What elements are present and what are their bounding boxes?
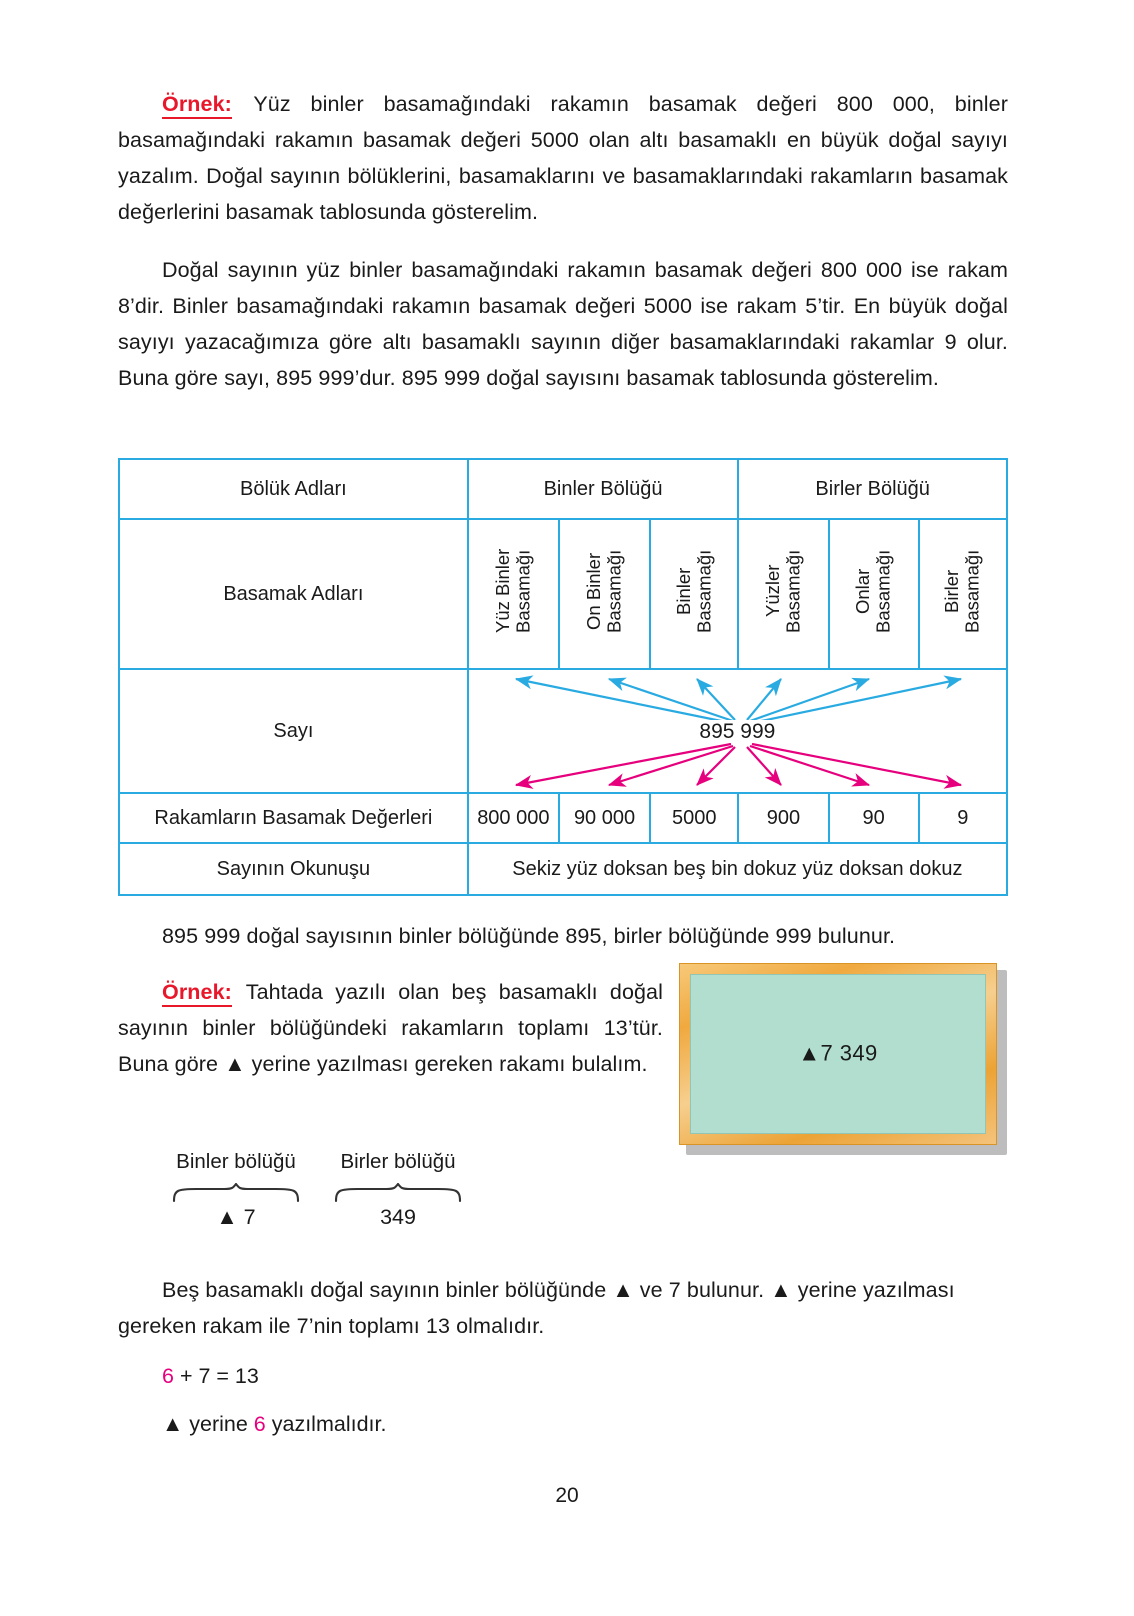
equation-addend-highlight: 6 [162,1364,174,1388]
group-thousands: Binler Bölüğü [466,458,740,520]
place-name-hundred-thousands: Yüz Binler Basamağı [466,518,560,670]
blackboard-number: ▲7 349 [798,1040,878,1066]
place-name-tens: Onlar Basamağı [827,518,920,670]
example2-explanation-block: Beş basamaklı doğal sayının binler bölüğ… [118,1272,1008,1442]
brace-values: ▲ 7 349 [160,1205,490,1230]
arrow-diagram-svg [514,675,962,789]
arrow-diagram: 895 999 [469,670,1006,792]
place-name-thousands: Binler Basamağı [649,518,740,670]
row-label-place-values: Rakamların Basamak Değerleri [118,792,469,844]
group-ones: Birler Bölüğü [737,458,1008,520]
ornek-label-2: Örnek: [162,980,232,1007]
brace-value-thousands: ▲ 7 [216,1205,256,1229]
table-row-number: Sayı [118,668,1009,794]
example2-explanation: Beş basamaklı doğal sayının binler bölüğ… [118,1272,1008,1344]
example1-paragraph1: Örnek: Yüz binler basamağındaki rakamın … [118,86,1008,230]
example2-text-block: Örnek: Tahtada yazılı olan beş basamaklı… [118,974,663,1082]
example2-explanation-line2: gereken rakam ile 7’nin toplamı 13 olmal… [118,1314,545,1338]
place-value-hundred-thousands: 800 000 [466,792,560,844]
conclusion-post: yazılmalıdır. [265,1412,387,1436]
place-value-hundreds: 900 [737,792,830,844]
place-value-ones: 9 [917,792,1009,844]
equation-line: 6 + 7 = 13 [118,1358,1008,1394]
brace-icon-right [334,1183,462,1203]
brace-shapes [160,1183,490,1203]
example2-paragraph: Örnek: Tahtada yazılı olan beş basamaklı… [118,974,663,1082]
ornek-label-1: Örnek: [162,92,232,119]
table-number-value: 895 999 [469,720,1006,744]
place-name-ones: Birler Basamağı [917,518,1009,670]
conclusion-pre: ▲ yerine [162,1412,254,1436]
table-row-place-values: Rakamların Basamak Değerleri 800 000 90 … [118,792,1009,844]
number-reading: Sekiz yüz doksan beş bin dokuz yüz doksa… [466,842,1009,896]
conclusion-line: ▲ yerine 6 yazılmalıdır. [118,1406,1008,1442]
place-value-table-wrapper: Bölük Adları Binler Bölüğü Birler Bölüğü… [118,458,1009,1082]
example2-paragraph-text: Tahtada yazılı olan beş basamaklı doğal … [118,980,663,1076]
brace-labels: Binler bölüğü Birler bölüğü [160,1150,490,1174]
place-value-ten-thousands: 90 000 [557,792,652,844]
place-name-hundreds: Yüzler Basamağı [737,518,830,670]
example1-after-table: 895 999 doğal sayısının binler bölüğünde… [162,924,896,948]
place-value-table: Bölük Adları Binler Bölüğü Birler Bölüğü… [118,458,1009,896]
row-label-group-names: Bölük Adları [118,458,469,520]
table-row-group-names: Bölük Adları Binler Bölüğü Birler Bölüğü [118,458,1008,520]
example1-paragraph2: Doğal sayının yüz binler basamağındaki r… [118,258,1008,390]
example2-explanation-line1: Beş basamaklı doğal sayının binler bölüğ… [162,1278,955,1302]
blackboard-frame: ▲7 349 [679,963,997,1145]
conclusion-digit-highlight: 6 [253,1412,266,1436]
equation-rest: + 7 = 13 [173,1364,259,1388]
place-value-thousands: 5000 [649,792,740,844]
page-number: 20 [555,1484,579,1507]
place-name-ten-thousands: On Binler Basamağı [557,518,652,670]
brace-value-ones: 349 [380,1205,416,1229]
brace-label-ones: Birler bölüğü [340,1150,456,1173]
spacer [118,230,1008,252]
example1-text-block: Örnek: Yüz binler basamağındaki rakamın … [118,86,1008,396]
row-label-number: Sayı [118,668,469,794]
brace-label-thousands: Binler bölüğü [176,1150,296,1173]
blackboard-surface: ▲7 349 [690,974,986,1134]
example1-paragraph1-text: Yüz binler basamağındaki rakamın basamak… [118,92,1008,224]
place-value-tens: 90 [827,792,920,844]
table-row-reading: Sayının Okunuşu Sekiz yüz doksan beş bin… [118,842,1009,896]
number-arrow-cell: 895 999 [466,668,1009,794]
row-label-reading: Sayının Okunuşu [118,842,469,896]
brace-icon-left [172,1183,300,1203]
row-label-place-names: Basamak Adları [118,518,469,670]
blackboard-illustration: ▲7 349 [679,963,1007,1155]
brace-group: Binler bölüğü Birler bölüğü ▲ 7 349 [160,1150,490,1250]
table-row-place-names: Basamak Adları Yüz Binler Basamağı On Bi… [118,518,1009,670]
